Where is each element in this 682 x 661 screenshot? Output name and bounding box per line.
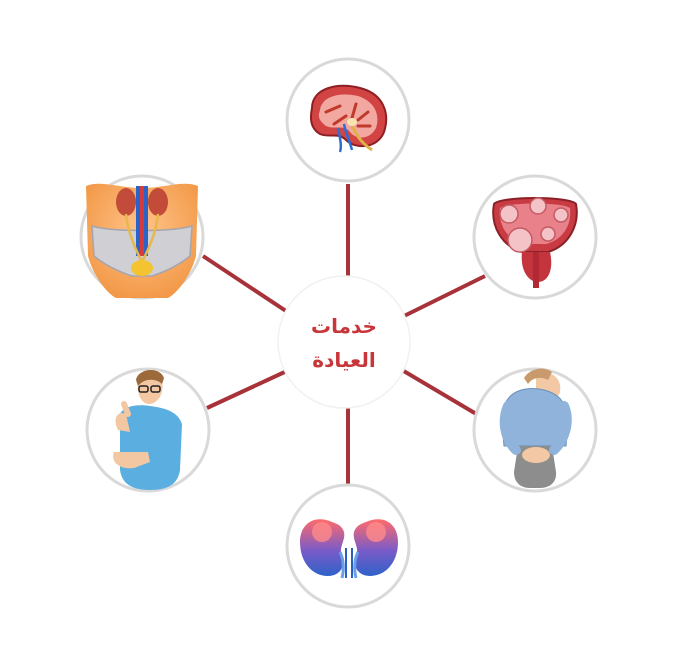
connector-lower-left	[206, 368, 290, 410]
node-kidney-cross-section[interactable]	[285, 57, 411, 183]
node-prostate[interactable]	[472, 174, 598, 300]
center-hub: خدمات العيادة	[277, 275, 411, 409]
kidney-cross-section-icon	[310, 84, 388, 153]
node-urinary-system[interactable]	[79, 174, 205, 300]
center-title-line2: العيادة	[312, 348, 375, 372]
urinary-system-icon	[86, 183, 198, 298]
center-title-line1: خدمات	[311, 314, 377, 338]
prostate-icon	[492, 197, 578, 288]
connector-upper-left	[201, 254, 291, 315]
connector-upper-right	[401, 274, 486, 319]
man-pain-icon	[113, 369, 182, 490]
kidneys-pair-icon	[300, 519, 398, 579]
node-child-urinary[interactable]	[472, 367, 598, 493]
node-man-incontinence[interactable]	[85, 367, 211, 493]
node-kidneys-pair[interactable]	[285, 483, 411, 609]
child-holding-crotch-icon	[499, 368, 572, 488]
connector-lines	[201, 184, 486, 485]
connector-lower-right	[400, 368, 480, 417]
